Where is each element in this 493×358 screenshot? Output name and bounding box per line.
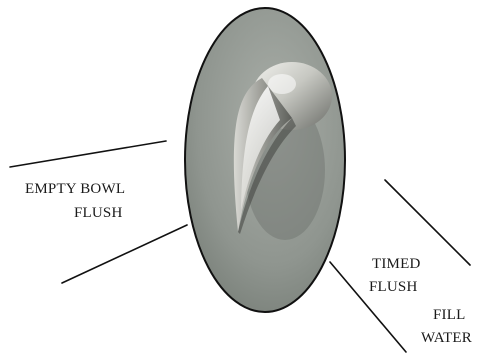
leader-line-right-upper — [385, 180, 470, 265]
empty-bowl-flush-label-line2: FLUSH — [74, 205, 123, 221]
leader-line-top-left — [10, 141, 166, 167]
timed-flush-label-line1: TIMED — [372, 256, 421, 272]
leader-line-right-lower — [330, 262, 406, 352]
leader-line-bottom-left — [62, 225, 187, 283]
empty-bowl-flush-label-line1: EMPTY BOWL — [25, 181, 125, 197]
fill-water-label-line2: WATER — [421, 330, 472, 346]
flush-handle-photo — [180, 0, 350, 320]
fill-water-label-line1: FILL — [433, 307, 465, 323]
timed-flush-label-line2: FLUSH — [369, 279, 418, 295]
